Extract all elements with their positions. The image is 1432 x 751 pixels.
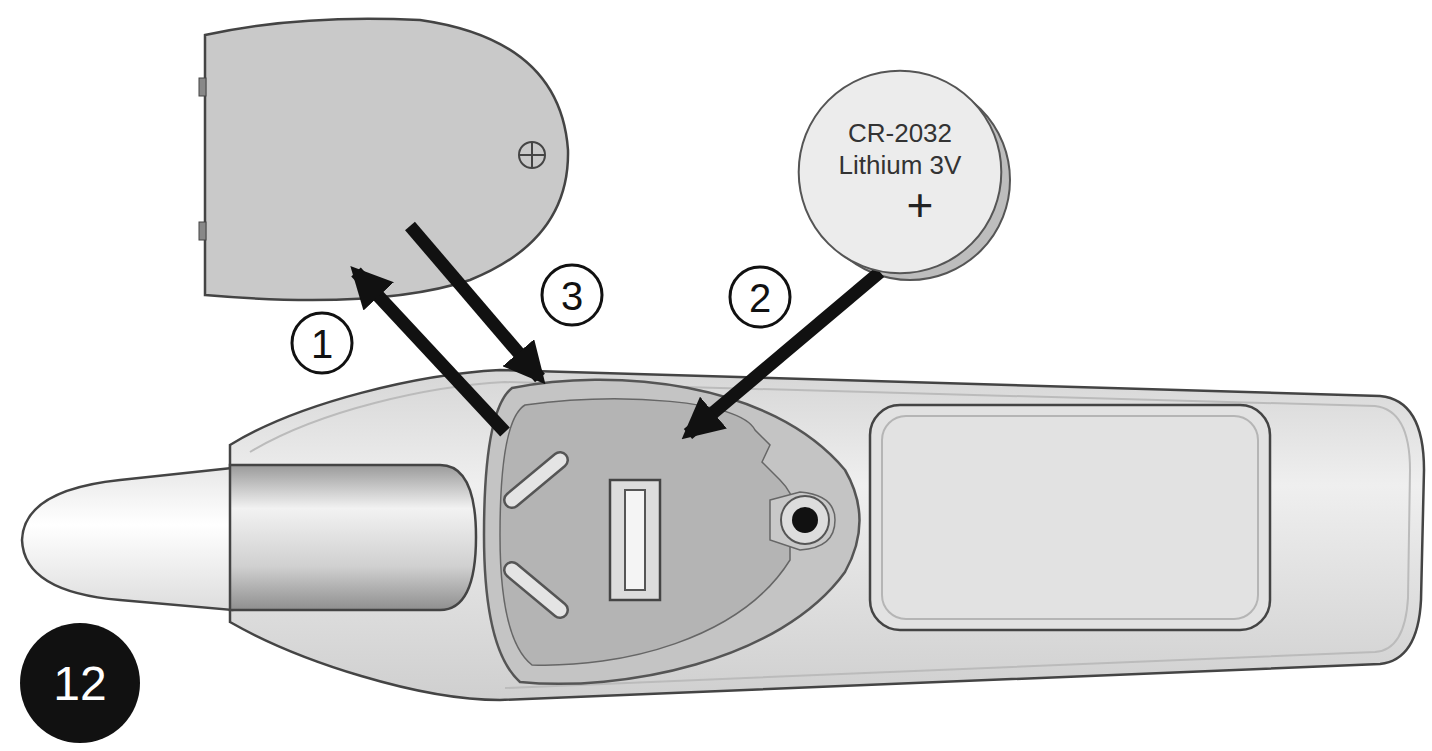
screw-hole-center [792, 507, 818, 533]
polarity-sign: + [850, 182, 950, 228]
callout-circle [542, 265, 602, 325]
display-window [870, 405, 1270, 630]
probe-collar [230, 465, 476, 610]
battery-contact [512, 460, 560, 500]
center-contact [610, 480, 660, 600]
battery-face [799, 71, 1002, 274]
step-number: 12 [53, 660, 106, 708]
cover-screw-symbol [531, 142, 533, 168]
battery-cell: CR-2032 Lithium 3V+ [800, 72, 1000, 272]
display-inner [882, 416, 1258, 619]
step-arrow [410, 226, 540, 378]
center-contact-spring [625, 490, 645, 590]
compartment-recess [500, 399, 793, 665]
callout-number: 2 [749, 278, 771, 318]
thermometer-body [230, 370, 1424, 700]
callout-circle [292, 313, 352, 373]
callout-number: 1 [311, 324, 333, 364]
cover-tab [199, 78, 206, 96]
cover-screw-symbol [519, 142, 545, 168]
screw-boss [770, 492, 835, 550]
battery-compartment [484, 380, 860, 684]
step-badge [20, 623, 140, 743]
probe-tip [22, 468, 232, 610]
step-arrow [356, 272, 505, 432]
callout-circle [730, 267, 790, 327]
screw-hole [781, 496, 829, 544]
battery-cover [205, 19, 568, 300]
callout-number: 3 [561, 276, 583, 316]
battery-contact [512, 460, 560, 500]
battery-contact [512, 570, 560, 610]
battery-marking: CR-2032 Lithium 3V [825, 117, 975, 182]
cover-tab [199, 222, 206, 240]
battery-contact [512, 570, 560, 610]
